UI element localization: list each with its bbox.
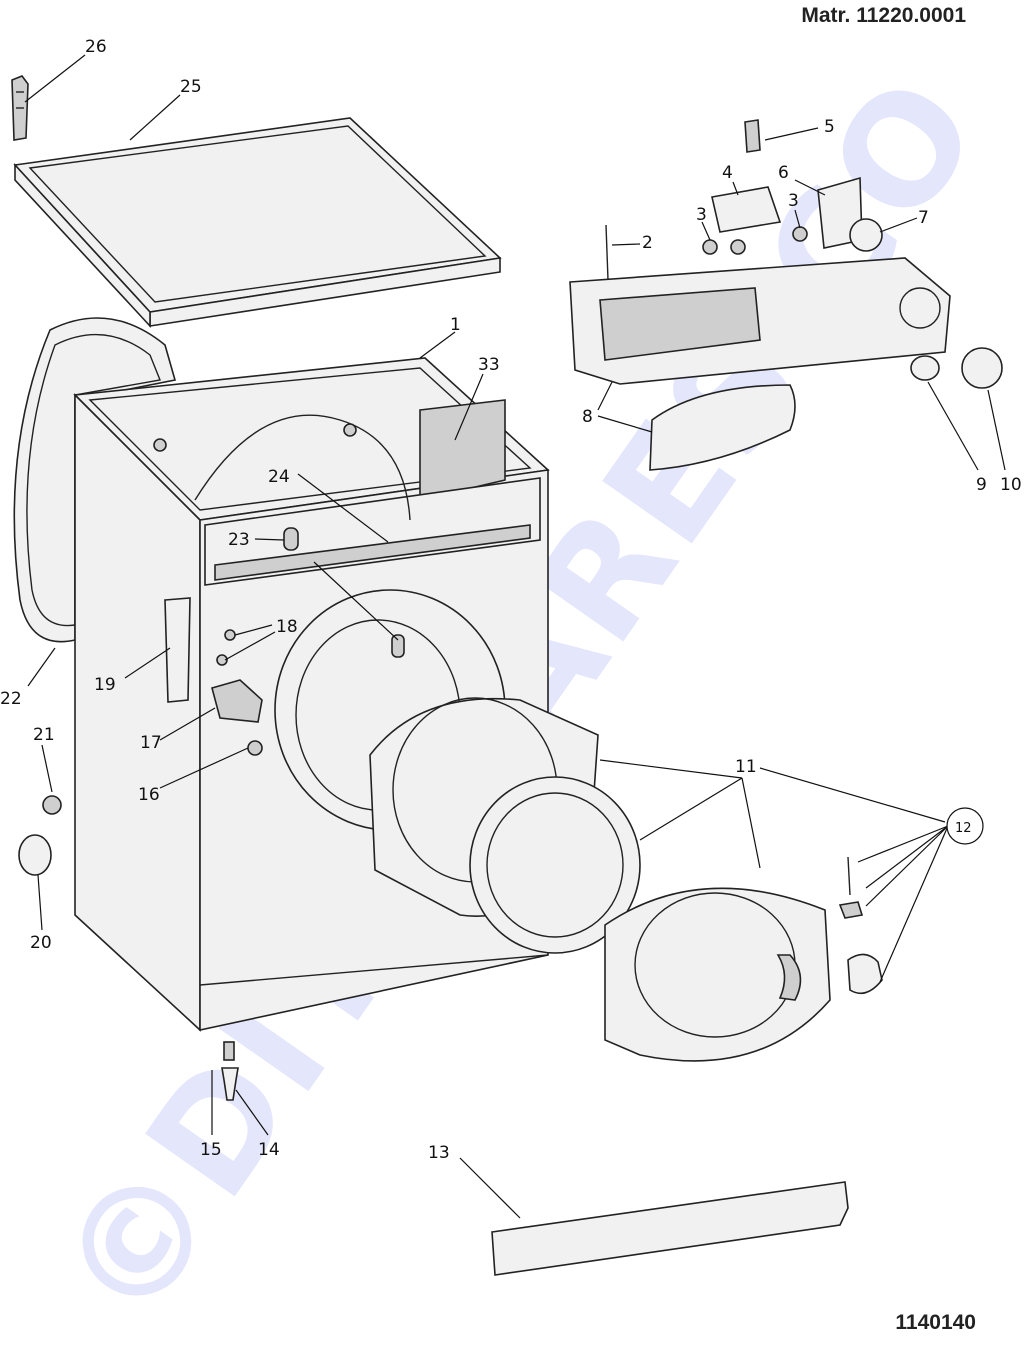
callout-2: 2: [642, 233, 653, 253]
part-10-knob: [961, 347, 1003, 389]
callout-16: 16: [138, 785, 160, 805]
part-22-rear-seal: [13, 317, 177, 643]
callout-33: 33: [478, 355, 500, 375]
callout-18: 18: [276, 617, 298, 637]
part-3-button: [702, 239, 718, 255]
part-21-bush: [42, 795, 62, 815]
callout-23: 23: [228, 530, 250, 550]
part-18-screw: [224, 629, 236, 641]
part-3-button-2: [730, 239, 746, 255]
callout-22: 22: [0, 689, 22, 709]
callout-13: 13: [428, 1143, 450, 1163]
part-3-button-3: [792, 226, 808, 242]
callout-4: 4: [722, 163, 733, 183]
part-26-clip: [11, 75, 29, 141]
callout-11: 11: [735, 757, 757, 777]
callout-26: 26: [85, 37, 107, 57]
callout-10: 10: [1000, 475, 1022, 495]
callout-5: 5: [824, 117, 835, 137]
callout-15: 15: [200, 1140, 222, 1160]
part-14-foot: [221, 1067, 239, 1101]
leader-lines: [24, 54, 1006, 1219]
callout-9: 9: [976, 475, 987, 495]
callout-labels: 1 2 3 3 4 5 6 7 8 9 10 11 12 13 14 15 16…: [0, 37, 1022, 1163]
callout-8: 8: [582, 407, 593, 427]
callout-17: 17: [140, 733, 162, 753]
part-15-spring: [223, 1041, 235, 1061]
callout-25: 25: [180, 77, 202, 97]
part-17-door-interlock: [211, 679, 263, 723]
callout-14: 14: [258, 1140, 280, 1160]
part-1-cabinet: [73, 357, 550, 1032]
callout-3-b: 3: [788, 191, 799, 211]
callout-20: 20: [30, 933, 52, 953]
part-7-programmer: [849, 218, 883, 252]
part-16-screw: [247, 740, 263, 756]
callout-6: 6: [778, 163, 789, 183]
part-2-rod: [605, 224, 609, 281]
part-18-screw-2: [216, 654, 228, 666]
callout-1: 1: [450, 315, 461, 335]
part-5-light-pipe: [744, 119, 761, 153]
callout-12: 12: [955, 821, 972, 836]
part-9-knob-insert: [910, 355, 940, 381]
callout-21: 21: [33, 725, 55, 745]
part-19-hinge-plate: [164, 597, 191, 703]
drawing-number: 1140140: [895, 1311, 976, 1334]
callout-3: 3: [696, 205, 707, 225]
callout-19: 19: [94, 675, 116, 695]
part-13-plinth: [491, 1181, 849, 1276]
part-20-door-seal-clamp: [18, 834, 52, 876]
part-11-door-assembly: [369, 697, 831, 1062]
model-number: Matr. 11220.0001: [801, 4, 966, 27]
callout-24: 24: [268, 467, 290, 487]
part-12-hinge-kit: [838, 856, 883, 995]
callout-12-circle: [946, 807, 984, 845]
part-8-control-panel: [569, 257, 951, 471]
callout-7: 7: [918, 208, 929, 228]
part-25-top-lid: [13, 117, 502, 329]
part-4-pcb: [711, 186, 782, 233]
